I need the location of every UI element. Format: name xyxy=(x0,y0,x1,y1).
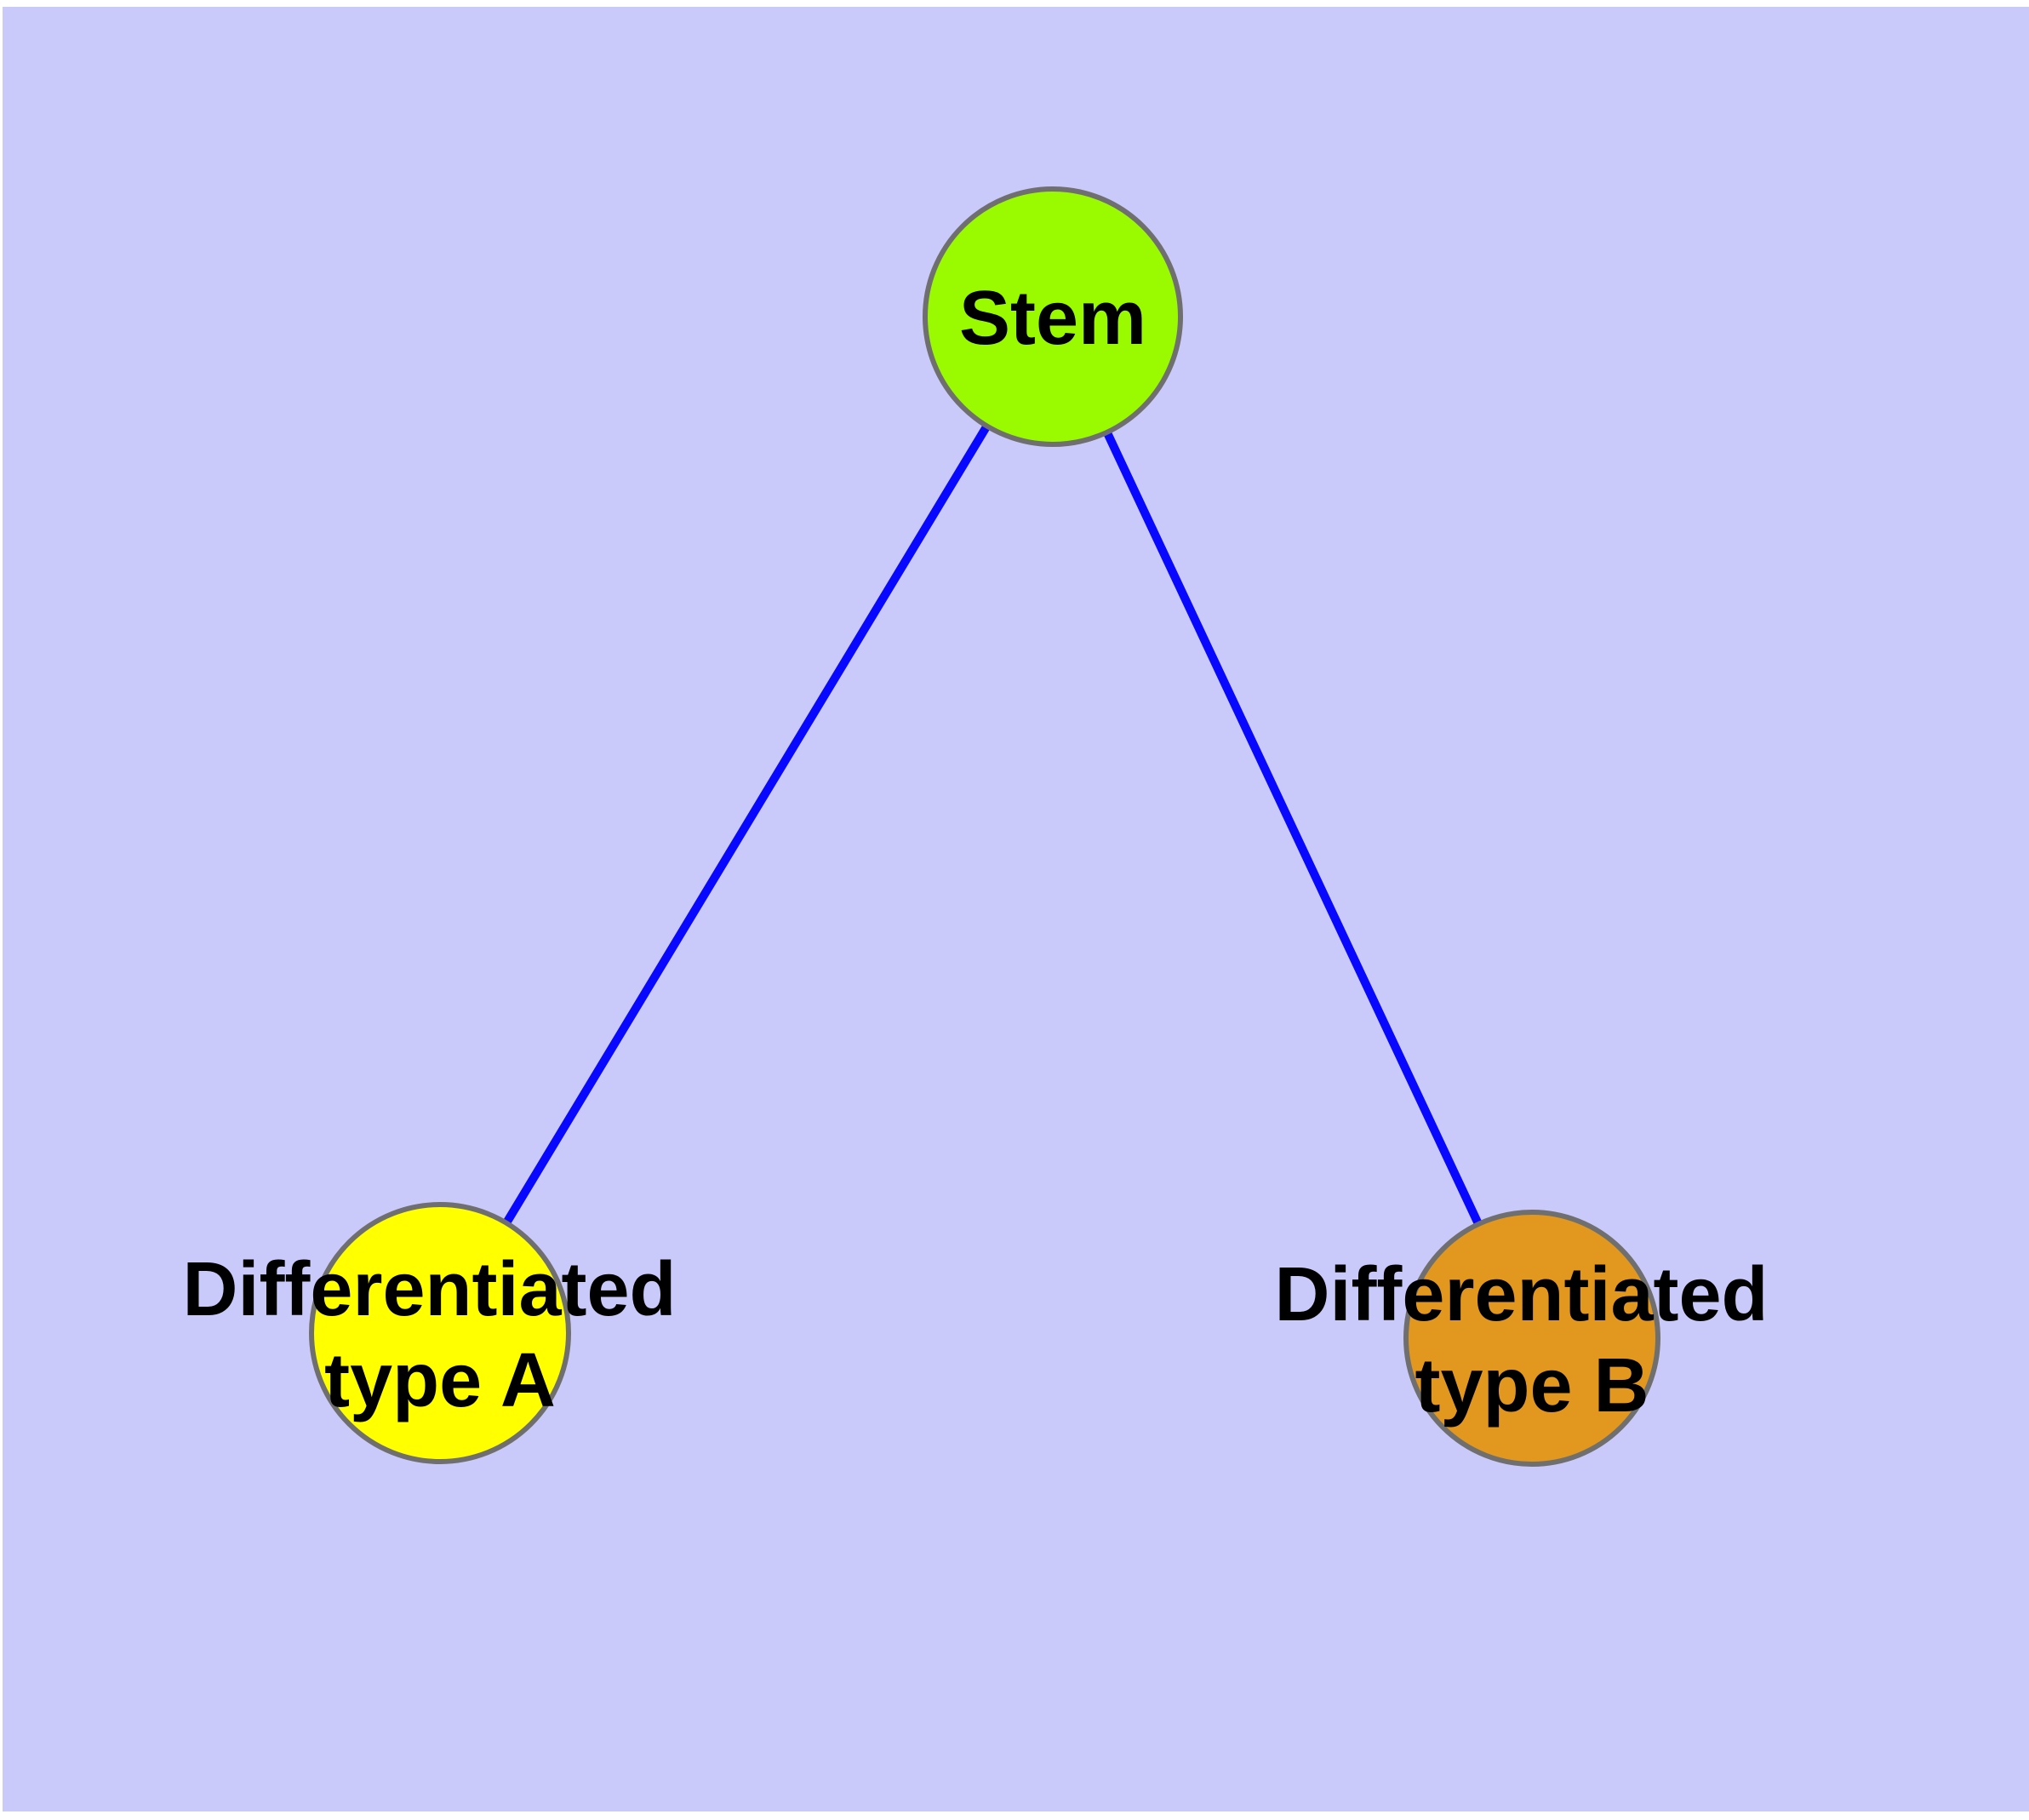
node-differentiated-type-b: Differentiated type B xyxy=(1274,1210,1789,1467)
node-differentiated-type-a-label: Differentiated type A xyxy=(182,1247,697,1423)
node-differentiated-type-a-label-line1: Differentiated xyxy=(182,1247,676,1332)
node-stem-circle xyxy=(923,186,1183,447)
edge-stem-to-type-a xyxy=(436,314,1057,1336)
node-differentiated-type-a-circle xyxy=(309,1202,571,1464)
node-differentiated-type-b-label-line2: type B xyxy=(1415,1343,1649,1428)
node-differentiated-type-a-label-line2: type A xyxy=(324,1338,556,1423)
edge-stem-to-type-b xyxy=(1049,314,1536,1341)
node-stem-label: Stem xyxy=(959,276,1146,361)
edge-group xyxy=(436,314,1536,1341)
node-differentiated-type-b-circle xyxy=(1403,1210,1660,1467)
node-differentiated-type-a: Differentiated type A xyxy=(182,1202,697,1464)
node-differentiated-type-b-label: Differentiated type B xyxy=(1274,1252,1789,1428)
node-stem: Stem xyxy=(923,186,1183,447)
node-differentiated-type-b-label-line1: Differentiated xyxy=(1274,1252,1768,1337)
